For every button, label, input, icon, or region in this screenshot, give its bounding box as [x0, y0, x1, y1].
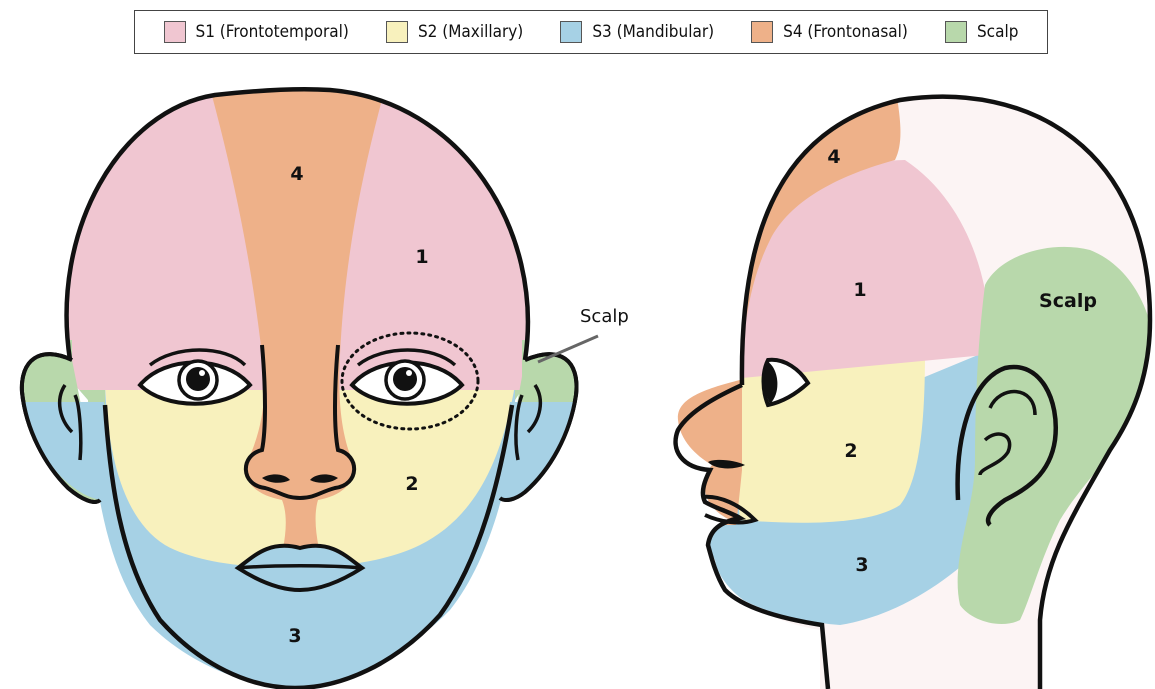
front-label-s4: 4 [290, 163, 303, 185]
side-label-s2: 2 [844, 440, 857, 462]
front-view: Scalp 4 1 2 3 [0, 60, 629, 689]
side-view: 4 1 2 3 Scalp [660, 60, 1155, 689]
side-label-scalp: Scalp [1039, 290, 1097, 312]
front-label-s1: 1 [415, 246, 428, 268]
side-label-s3: 3 [855, 554, 868, 576]
front-label-s2: 2 [405, 473, 418, 495]
side-label-s4: 4 [827, 146, 840, 168]
front-scalp-callout-line [538, 336, 598, 362]
front-label-s3: 3 [288, 625, 301, 647]
side-label-s1: 1 [853, 279, 866, 301]
front-scalp-callout: Scalp [580, 306, 629, 327]
